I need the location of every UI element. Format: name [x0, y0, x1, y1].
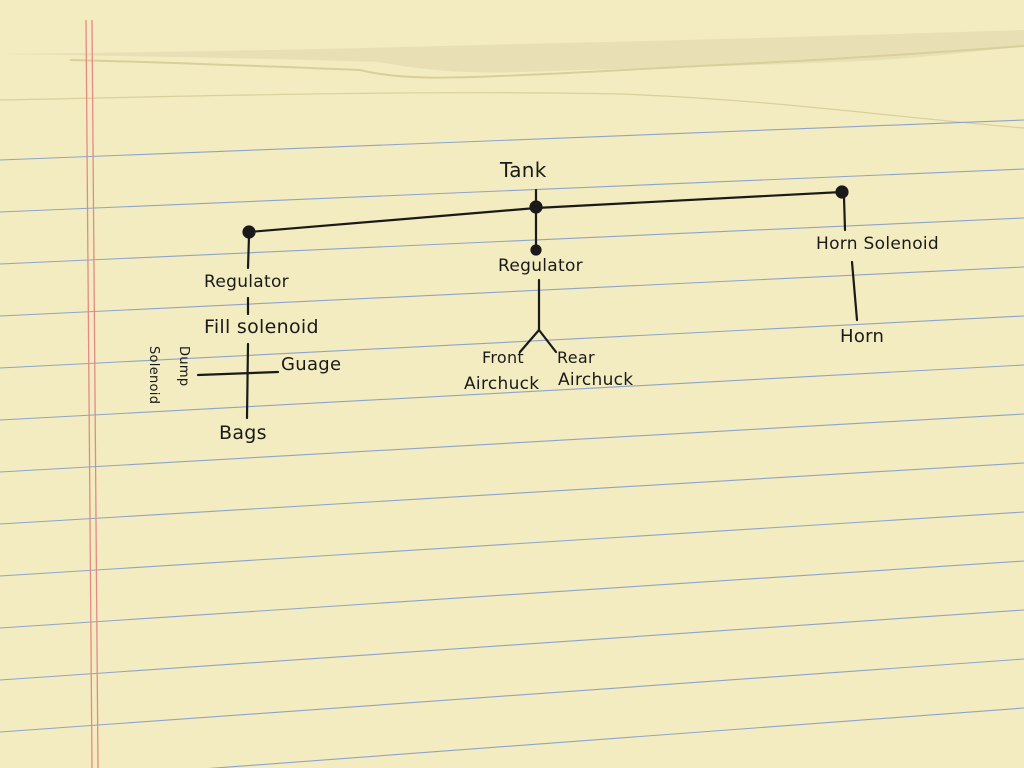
gauge-label: Guage — [281, 354, 342, 375]
horn-solenoid-label: Horn Solenoid — [816, 234, 940, 254]
ruled-line — [0, 168, 1024, 213]
fill-solenoid-label: Fill solenoid — [204, 316, 319, 338]
ruled-line — [0, 364, 1024, 421]
bags-label: Bags — [219, 422, 267, 444]
split-front — [518, 328, 541, 354]
line-fill-to-bags — [245, 342, 250, 420]
tear-crease — [0, 92, 1024, 129]
front-label: Front — [482, 348, 524, 367]
ruled-line — [0, 315, 1024, 369]
left-regulator-label: Regulator — [204, 272, 289, 292]
rear-label: Rear — [557, 348, 595, 367]
center-regulator-label: Regulator — [498, 256, 583, 276]
ruled-line — [0, 413, 1024, 473]
ruled-line — [0, 119, 1024, 161]
ruled-line — [0, 560, 1024, 629]
front-airchuck-label: Airchuck — [464, 374, 540, 394]
line-to-horn-solenoid — [842, 195, 847, 232]
split-rear — [537, 328, 558, 354]
ruled-lines — [0, 119, 1024, 768]
dump-solenoid-label-line1: Dump — [176, 346, 191, 387]
dump-solenoid-label-line2: Solenoid — [146, 346, 161, 405]
ruled-line — [0, 511, 1024, 577]
line-dump-to-gauge — [196, 370, 280, 377]
tank-label: Tank — [500, 158, 547, 182]
horn-label: Horn — [840, 326, 885, 347]
torn-edge — [69, 45, 1024, 79]
junction-right — [835, 185, 849, 199]
ruled-line — [0, 462, 1024, 525]
ruled-line — [0, 217, 1024, 265]
ruled-line — [0, 609, 1024, 681]
margin-line-right — [91, 19, 99, 768]
ruled-line — [0, 658, 1024, 733]
main-sheet — [0, 46, 1024, 768]
line-to-left-regulator — [246, 234, 251, 270]
ruled-line — [208, 707, 1024, 768]
line-horn-solenoid-to-horn — [850, 260, 859, 322]
margin-line-left — [85, 19, 93, 768]
folded-top-sheet — [0, 0, 1024, 54]
rear-airchuck-label: Airchuck — [558, 370, 634, 390]
junction-center-regulator — [530, 244, 542, 256]
